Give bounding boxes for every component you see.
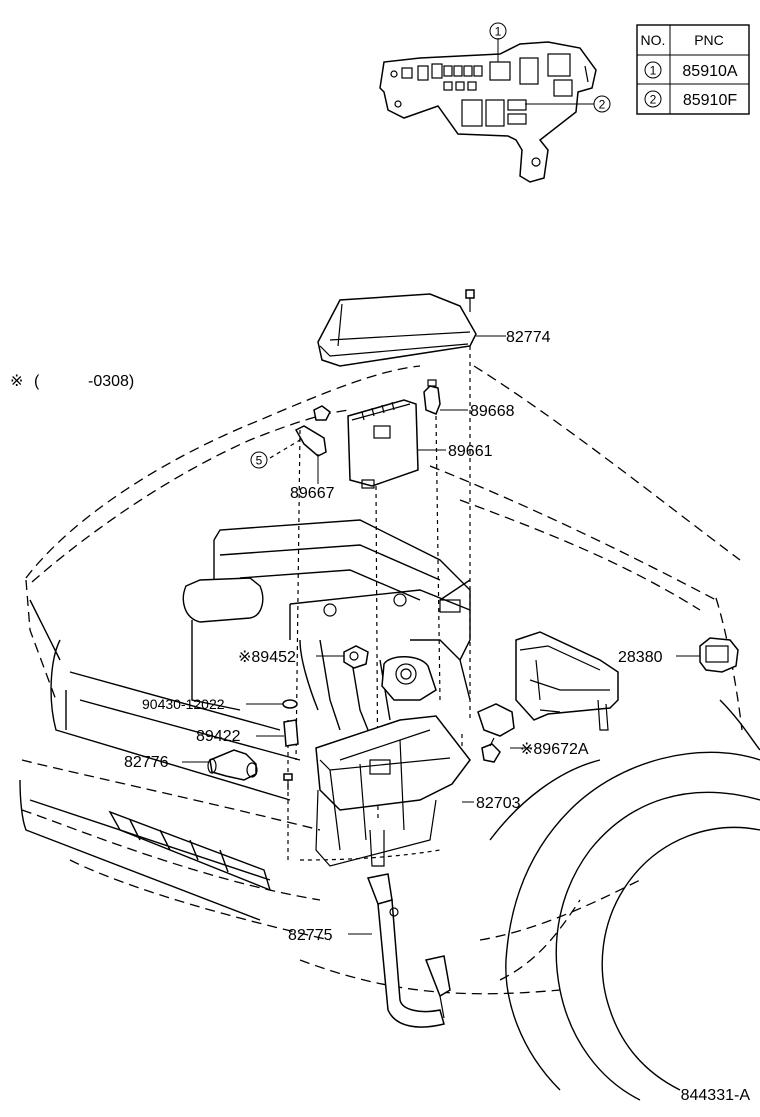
label-89668: 89668 [470,403,515,420]
pnc-table-header-no: NO. [641,32,666,48]
ecu-89661 [347,399,446,489]
relay-block-illustration [379,38,597,183]
ecu-cover-82774 [317,289,506,367]
bracket-89668 [423,379,468,415]
label-89452: ※89452 [238,649,296,666]
callout-5-number: 5 [256,454,263,468]
front-wheel-illustration [489,699,760,1101]
drain-hose-82775 [348,873,451,1028]
sensor-89452 [316,645,369,669]
sensor-89422 [256,719,299,747]
label-82703: 82703 [476,795,521,812]
label-82775: 82775 [288,927,333,944]
callout-2: 2 [593,95,611,113]
note-mark: ※ [10,373,23,390]
pnc-row-1-no: 1 [650,64,657,78]
label-89672a: ※89672A [520,741,589,758]
hose-82776 [182,749,258,781]
applicability-note: ※ ( -0308) [10,373,134,390]
callout-1: 1 [489,22,507,40]
callout-2-number: 2 [599,98,606,112]
note-open-paren: ( [34,373,40,390]
bracket-89667 [294,405,331,484]
washer-90430-12022 [246,699,298,709]
label-82774: 82774 [506,329,551,346]
front-bumper-illustration [19,599,301,921]
engine-illustration [182,519,471,741]
pnc-row-1-value: 85910A [682,63,737,80]
intake-duct-illustration [515,631,619,731]
label-89422: 89422 [196,728,241,745]
ecu-tray-82703 [315,715,474,867]
part-labels: 82774 89668 89661 89667 ※89452 28380 904… [124,329,663,944]
pnc-row-2-value: 85910F [683,92,737,109]
clip-fastener [283,773,293,790]
label-82776: 82776 [124,754,169,771]
callout-1-number: 1 [495,25,502,39]
label-28380: 28380 [618,649,663,666]
diagram-id: 844331-A [681,1087,751,1104]
label-90430-12022: 90430-12022 [142,696,225,712]
pnc-table-header-pnc: PNC [694,32,724,48]
relay-28380 [676,637,739,673]
note-range: -0308) [88,373,134,390]
pnc-row-2-no: 2 [650,93,657,107]
label-89667: 89667 [290,485,335,502]
pnc-table: NO. PNC 1 85910A 2 85910F [636,24,750,115]
sensor-89672a [477,703,532,763]
vehicle-body-outline [21,365,743,995]
callout-5: 5 [250,451,268,469]
label-89661: 89661 [448,443,493,460]
